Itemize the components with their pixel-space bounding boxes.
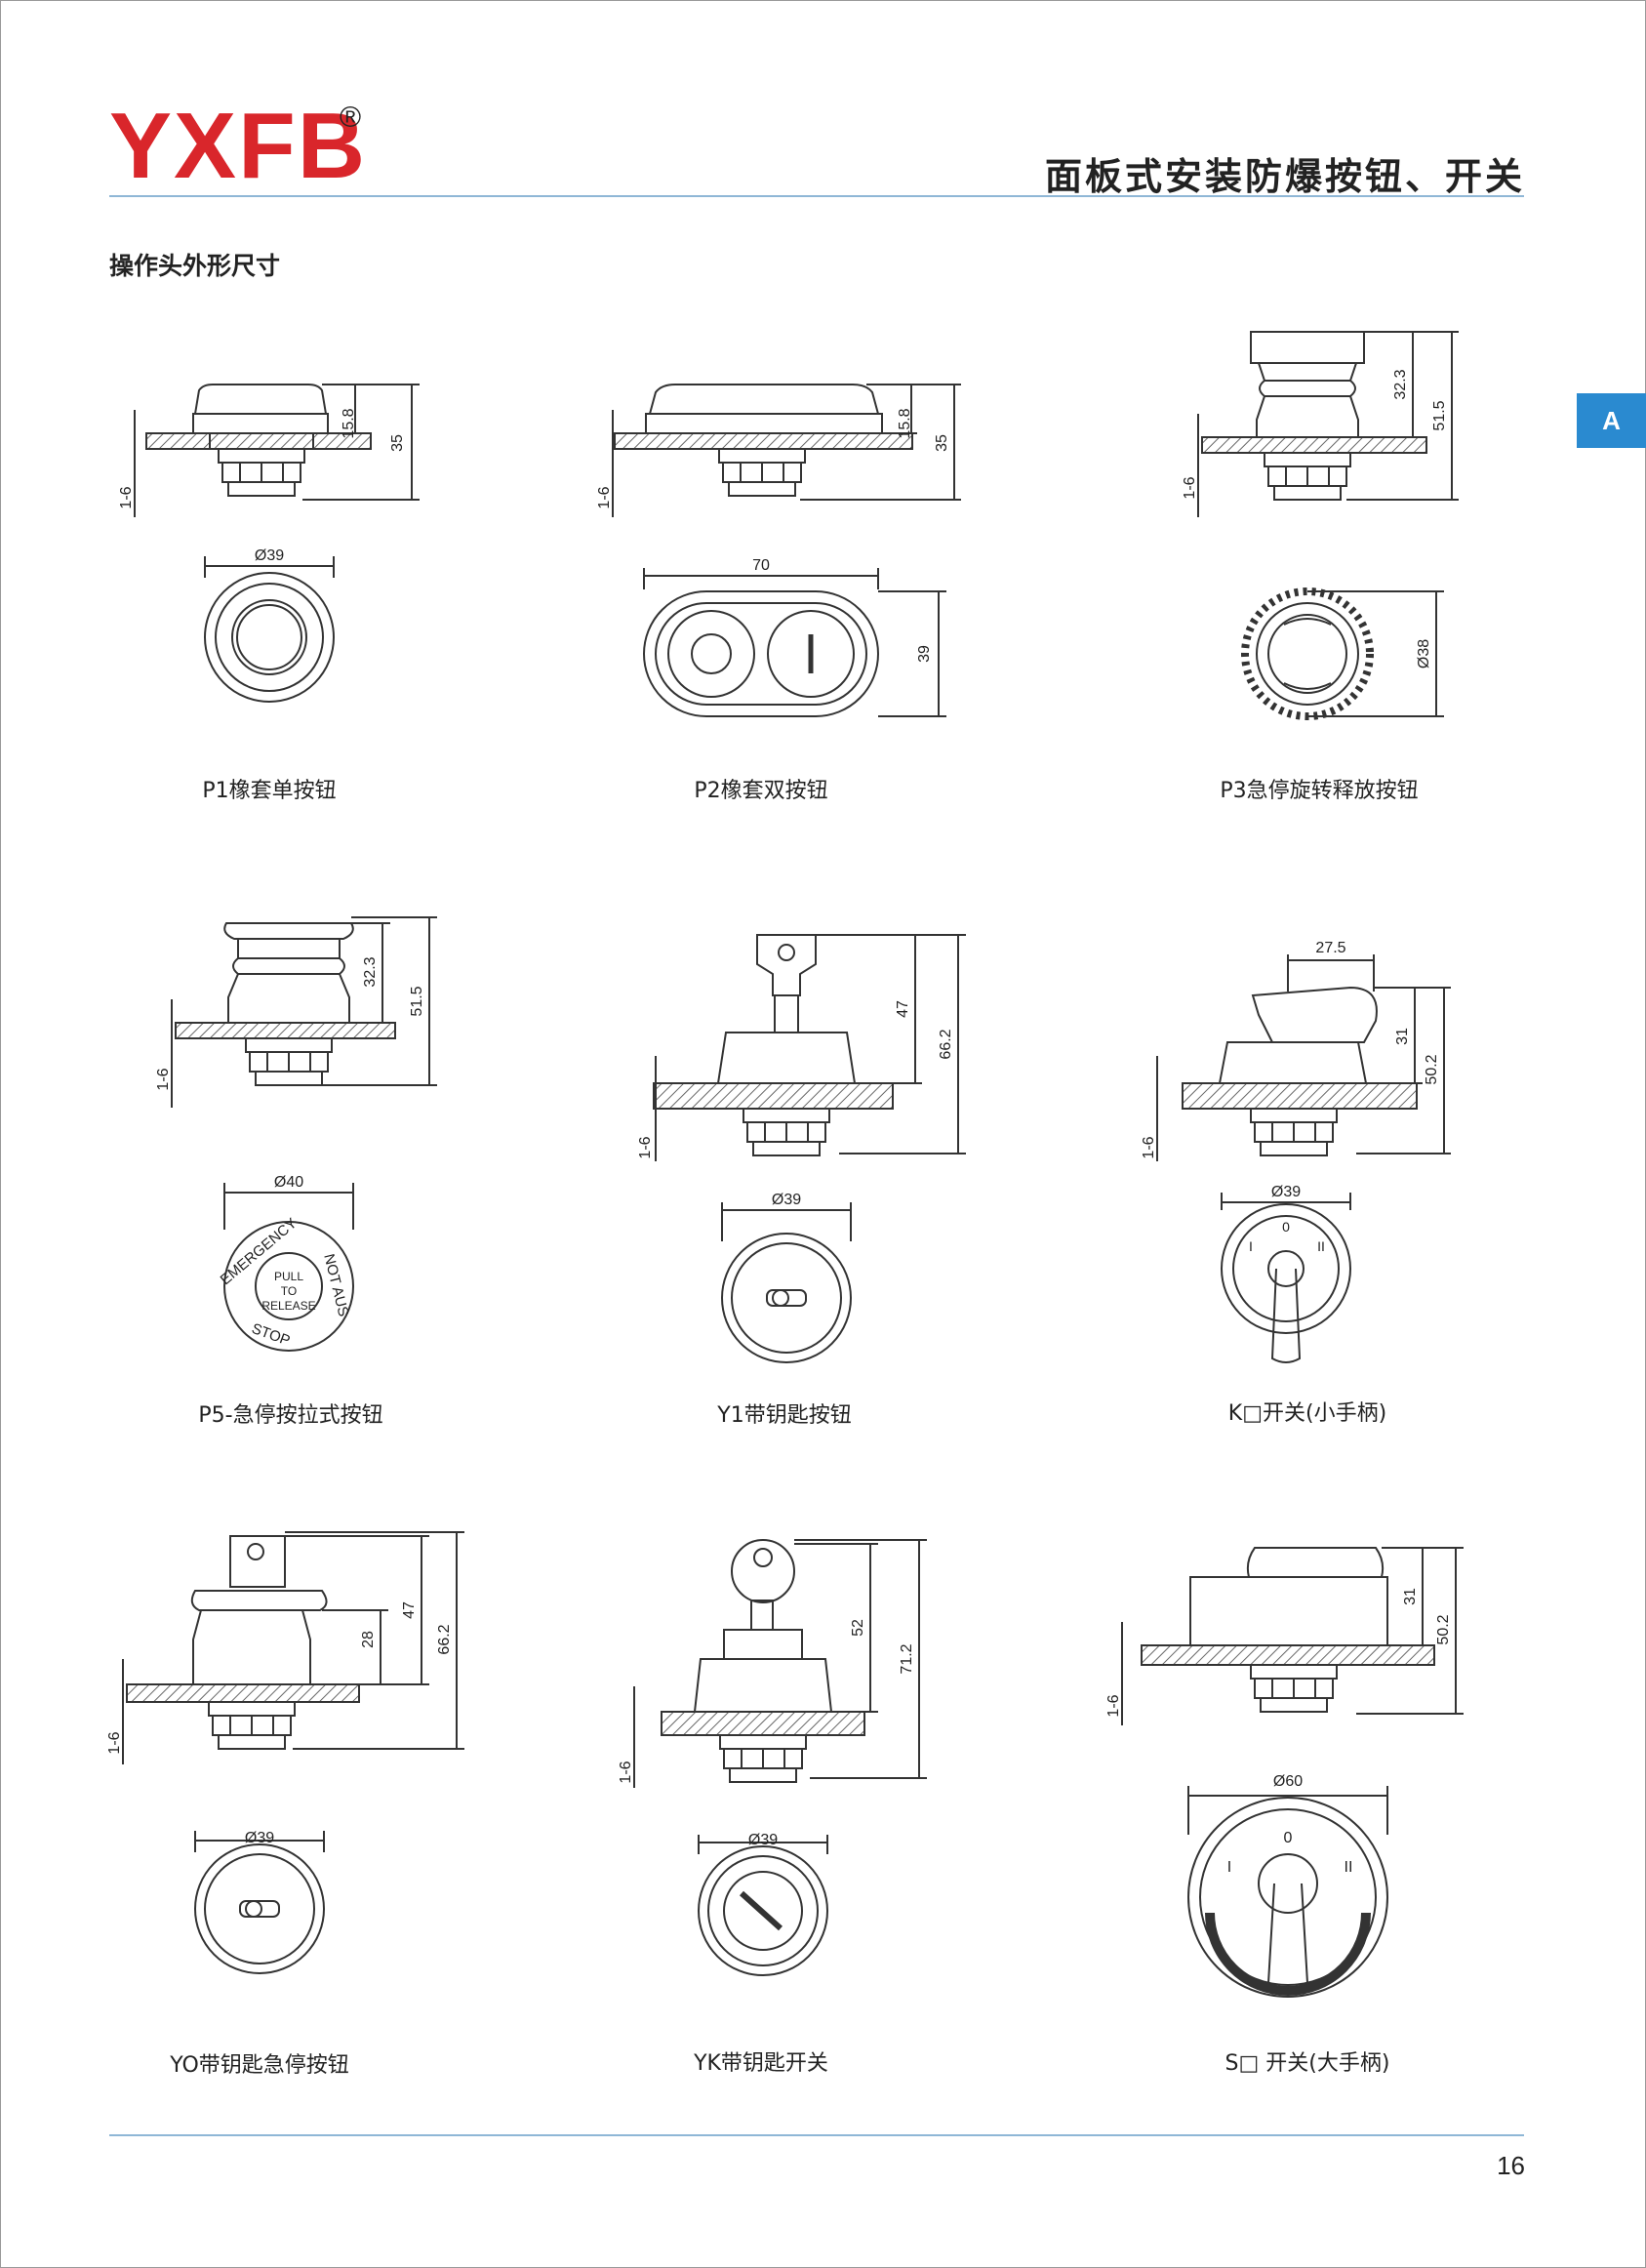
section-title: 操作头外形尺寸 [109,252,281,280]
k-pos-ii: II [1317,1238,1325,1254]
y1-dim-dia: Ø39 [772,1192,801,1208]
yk-dim-dia: Ø39 [748,1832,778,1848]
yo-dim-dia: Ø39 [245,1830,274,1846]
y1-dim-47: 47 [895,1000,911,1018]
k-side-drawing [1156,954,1451,1161]
p1-dim-dia: Ø39 [255,547,284,564]
p5-side-drawing [171,916,437,1108]
caption-p2: P2橡套双按钮 [694,779,828,803]
k-dim-panel: 1-6 [1141,1136,1157,1158]
p2-dim-15-8: 15.8 [897,408,913,438]
caption-yk: YK带钥匙开关 [694,2051,828,2076]
header-rule [109,195,1524,197]
caption-s: S□ 开关(大手柄) [1224,2051,1390,2076]
p3-dim-32-3: 32.3 [1392,369,1409,399]
p2-dim-panel: 1-6 [596,486,613,508]
s-dim-dia: Ø60 [1273,1773,1303,1790]
yk-dim-71-2: 71.2 [899,1643,915,1674]
brand-logo: YXFB [109,94,368,198]
caption-y1: Y1带钥匙按钮 [717,1403,852,1428]
yo-dim-28: 28 [360,1631,377,1648]
p5-face-pull: PULL [274,1270,303,1283]
yk-side-drawing [633,1539,927,1788]
p2-side-drawing [612,384,961,517]
s-side-drawing [1121,1547,1464,1725]
p2-dim-70: 70 [752,557,770,574]
caption-p3: P3急停旋转释放按钮 [1220,779,1419,803]
footer-rule [109,2134,1524,2136]
p5-face-release: RELEASE [261,1299,315,1313]
y1-side-drawing [653,934,966,1161]
p2-dim-35: 35 [934,434,950,452]
k-pos-i: I [1249,1238,1253,1254]
s-front-drawing [1187,1786,1388,1998]
s-dim-panel: 1-6 [1105,1694,1122,1717]
k-dim-50-2: 50.2 [1424,1054,1440,1084]
p5-face-stop: STOP [250,1320,293,1350]
p5-front-drawing [223,1183,354,1352]
section-tab-a[interactable]: A [1577,393,1646,448]
page-number: 16 [1497,2151,1525,2180]
p3-front-drawing [1241,587,1444,720]
k-front-drawing [1221,1193,1351,1363]
yk-front-drawing [698,1835,828,1976]
s-pos-0: 0 [1284,1830,1293,1846]
registered-mark: ® [340,101,362,134]
yk-dim-panel: 1-6 [618,1761,634,1783]
p3-dim-dia: Ø38 [1416,639,1432,668]
p3-side-drawing [1197,331,1459,517]
k-dim-31: 31 [1394,1028,1411,1045]
p1-dim-15-8: 15.8 [341,408,357,438]
p5-face-not-aus: NOT AUS [320,1252,351,1318]
p5-dim-panel: 1-6 [155,1068,172,1090]
p5-dim-51-5: 51.5 [409,986,425,1016]
caption-yo: YO带钥匙急停按钮 [170,2053,349,2078]
y1-front-drawing [721,1202,852,1363]
p2-dim-39: 39 [916,645,933,663]
k-dim-27-5: 27.5 [1315,940,1345,956]
caption-p1: P1橡套单按钮 [202,779,337,803]
p2-front-drawing [643,568,946,717]
k-pos-0: 0 [1282,1219,1290,1235]
k-dim-dia: Ø39 [1271,1184,1301,1200]
p3-dim-51-5: 51.5 [1431,400,1448,430]
caption-p5: P5-急停按拉式按钮 [198,1403,383,1428]
p5-dim-dia: Ø40 [274,1174,303,1191]
yo-front-drawing [194,1831,325,1974]
s-dim-50-2: 50.2 [1435,1614,1452,1644]
p1-dim-35: 35 [389,434,406,452]
caption-k: K□开关(小手柄) [1227,1401,1387,1426]
yk-dim-52: 52 [850,1619,866,1637]
yo-dim-47: 47 [401,1601,418,1619]
s-pos-ii: II [1345,1859,1353,1876]
y1-dim-66-2: 66.2 [938,1029,954,1059]
s-dim-31: 31 [1402,1588,1419,1605]
p5-dim-32-3: 32.3 [362,956,379,987]
yo-dim-panel: 1-6 [106,1731,123,1754]
page-title: 面板式安装防爆按钮、开关 [1044,155,1525,198]
p1-side-drawing [134,384,420,517]
p1-front-drawing [204,556,335,703]
p1-dim-panel: 1-6 [118,486,135,508]
yo-dim-66-2: 66.2 [436,1624,453,1654]
y1-dim-panel: 1-6 [637,1136,654,1158]
s-pos-i: I [1227,1859,1231,1876]
yo-side-drawing [122,1531,464,1764]
p3-dim-panel: 1-6 [1182,476,1198,499]
p5-face-to: TO [281,1284,297,1298]
